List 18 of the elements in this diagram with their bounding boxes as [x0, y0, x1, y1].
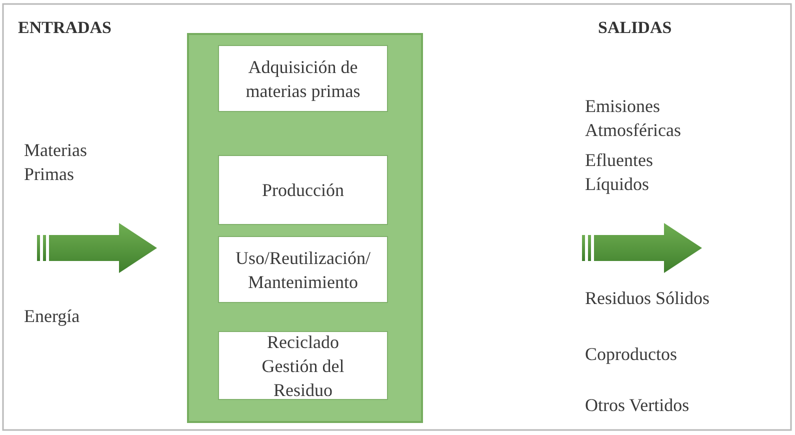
- stage-panel: [187, 33, 423, 423]
- flow-item-label: Otros Vertidos: [585, 394, 690, 417]
- flow-item-label: Residuos Sólidos: [585, 287, 711, 310]
- column-heading: ENTRADAS: [18, 17, 113, 39]
- stage-box: [218, 331, 388, 400]
- flow-item-label: Energía: [24, 305, 81, 328]
- stage-box: [218, 155, 388, 225]
- stage-label: Adquisición de materias primas: [244, 56, 362, 102]
- stage-label: Reciclado Gestión del Residuo: [260, 330, 346, 402]
- flow-item-label: Coproductos: [585, 343, 678, 366]
- stage-box: [218, 45, 388, 112]
- stage-label: Producción: [261, 179, 345, 202]
- stage-label: Uso/Reutilización/ Mantenimiento: [234, 246, 372, 294]
- column-heading: SALIDAS: [598, 17, 673, 39]
- stage-box: [218, 236, 388, 303]
- flow-item-label: Materias Primas: [24, 139, 88, 186]
- flow-item-label: Emisiones Atmosféricas: [585, 95, 682, 142]
- flow-item-label: Efluentes Líquidos: [585, 149, 654, 196]
